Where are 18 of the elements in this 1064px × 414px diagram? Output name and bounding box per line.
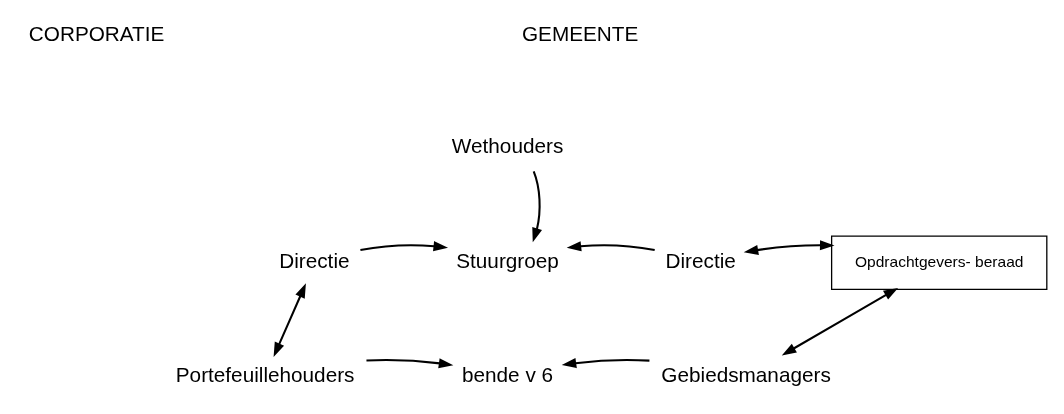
arrow [561, 358, 649, 369]
node-text: Directie [278, 248, 350, 272]
node-text: Directie [665, 248, 736, 272]
arrow [743, 240, 834, 255]
node-text: Wethouders [451, 133, 563, 157]
node-text: Gebiedsmanagers [660, 363, 831, 387]
node-text: bende v 6 [461, 363, 553, 387]
label: GEMEENTE [521, 22, 638, 46]
arrow [359, 241, 448, 252]
node-text: Portefeuillehouders [175, 363, 354, 387]
node-box: Opdrachtgevers- beraad [830, 235, 1047, 290]
arrow [781, 287, 898, 356]
arrow [365, 358, 453, 369]
arrow [531, 171, 542, 243]
arrow [273, 283, 306, 357]
node-text: Stuurgroep [455, 248, 559, 272]
label: CORPORATIE [28, 22, 164, 46]
arrow [566, 241, 655, 252]
